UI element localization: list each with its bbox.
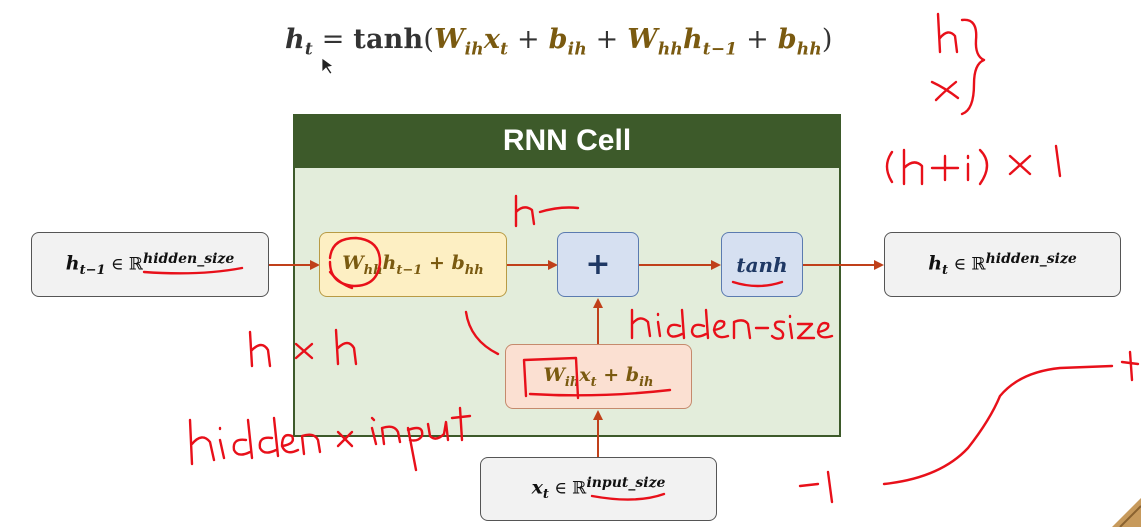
arrow-xt-to-wih (593, 410, 603, 457)
input-x-box: xt ∈ ℝinput_size (480, 457, 717, 521)
annotation-hidden-times-input (188, 406, 472, 472)
annotation-underline-input-hidden (142, 266, 244, 275)
rnn-formula: ht = tanh(Wihxt + bih + Whhht−1 + bhh) (285, 24, 833, 60)
annotation-circle-whh (328, 236, 382, 290)
sum-operator-box: + (557, 232, 639, 297)
input-hidden-state-box: ht−1 ∈ ℝhidden_size (31, 232, 269, 297)
rnn-cell-title: RNN Cell (293, 114, 841, 168)
annotation-hook-line (464, 310, 500, 356)
annotation-underline-input-size (590, 492, 666, 501)
annotation-h-times-h (248, 328, 358, 368)
arrow-tanh-to-ht (803, 260, 884, 270)
annotation-h-dash (514, 194, 580, 228)
annotation-h-x-brace (930, 12, 986, 116)
output-hidden-state-box: ht ∈ ℝhidden_size (884, 232, 1121, 297)
annotation-hidden-size (630, 308, 834, 340)
annotation-tanh-curve (798, 350, 1140, 504)
annotation-h-plus-i-times-1 (885, 144, 1062, 186)
arrow-wih-to-plus (593, 298, 603, 344)
arrow-plus-to-tanh (639, 260, 721, 270)
arrow-hprev-to-whh (269, 260, 320, 270)
mouse-cursor-icon (321, 57, 334, 75)
annotation-underline-tanh (731, 280, 784, 288)
corner-image-fragment (1112, 498, 1141, 527)
wih-input-transform-box: Wihxt + bih (505, 344, 692, 409)
arrow-whh-to-plus (507, 260, 558, 270)
annotation-box-wih (522, 356, 672, 400)
